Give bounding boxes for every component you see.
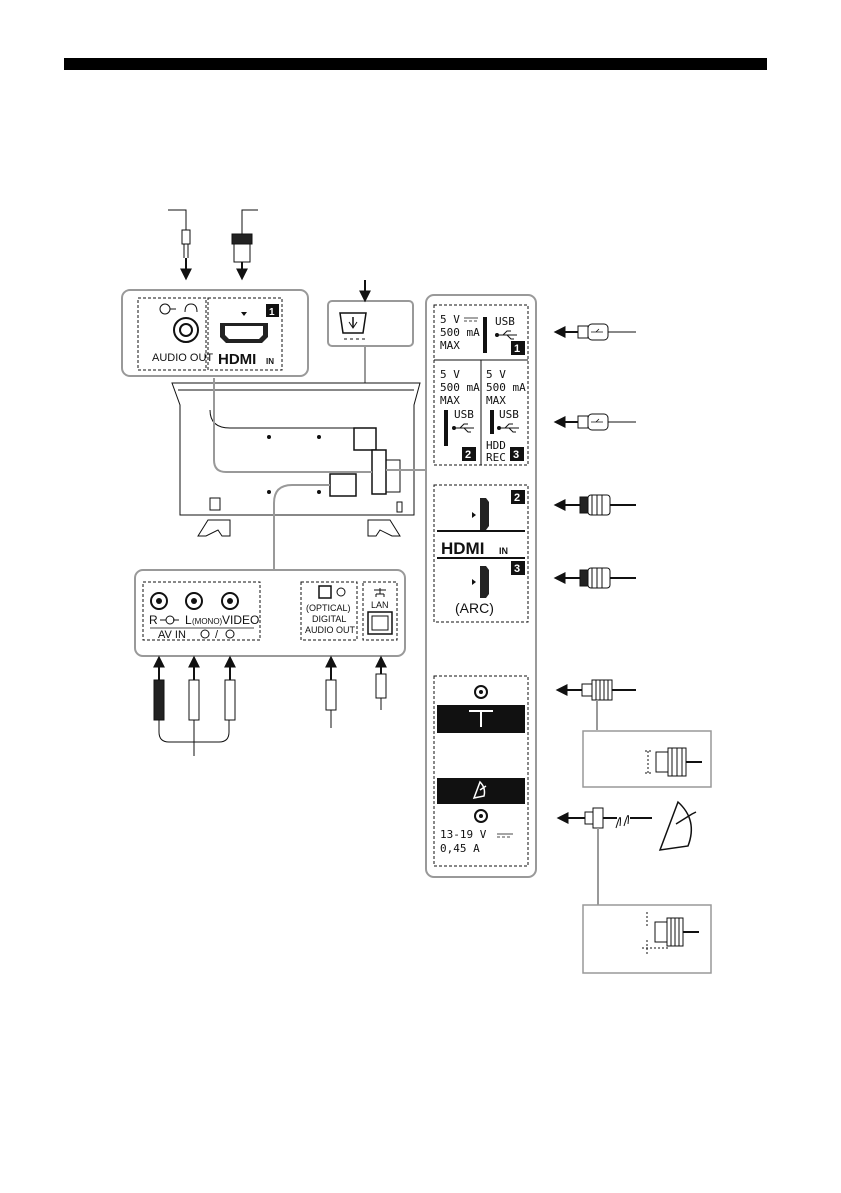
- tv-back-illustration: [172, 383, 420, 536]
- usb-cable-1: [556, 324, 636, 340]
- usb3-voltage: 5 V: [486, 368, 506, 381]
- lan-label: LAN: [371, 600, 389, 610]
- audio-out-label: AUDIO OUT: [152, 352, 213, 364]
- hdmi-port-3[interactable]: [480, 566, 489, 598]
- hdmi-port-2[interactable]: [480, 498, 489, 530]
- av-l-label: L: [185, 613, 192, 627]
- optical-port[interactable]: [319, 586, 331, 598]
- hdmi-3-badge: 3: [514, 563, 520, 575]
- right-connector-panel: 5 V 500 mA MAX USB 1 5 V 500 mA MAX USB …: [426, 295, 536, 877]
- hdmi-2-badge: 2: [514, 492, 520, 504]
- rca-cables: [154, 658, 235, 756]
- audio-hdmi-panel: AUDIO OUT 1 HDMI IN: [122, 290, 308, 376]
- satellite-detail-box: [583, 905, 711, 973]
- usb2-voltage: 5 V: [440, 368, 460, 381]
- hdmi-1-badge: 1: [269, 307, 275, 318]
- optical-cable: [326, 658, 336, 728]
- lan-cable: [376, 658, 386, 710]
- usb1-voltage: 5 V: [440, 313, 460, 326]
- usb3-label: USB: [499, 408, 519, 421]
- av-video-jack[interactable]: [222, 593, 238, 609]
- usb2-label: USB: [454, 408, 474, 421]
- usb2-badge: 2: [465, 449, 471, 461]
- av-r-jack[interactable]: [151, 593, 167, 609]
- av-in-label: AV IN: [158, 629, 186, 641]
- header-bar: [64, 58, 767, 70]
- hdmi-cable-2: [556, 495, 636, 515]
- usb3-current: 500 mA: [486, 381, 526, 394]
- hdmi-logo: HDMI: [218, 351, 256, 368]
- headphone-plug: [168, 210, 190, 278]
- av-mono-label: (MONO): [192, 617, 223, 626]
- usb-port-3[interactable]: [490, 410, 494, 434]
- usb-port-2[interactable]: [444, 410, 448, 446]
- hdmi-plug: [232, 210, 258, 278]
- antenna-detail-box: [583, 731, 711, 787]
- hdmi-cable-3: [556, 568, 636, 588]
- usb1-label: USB: [495, 315, 515, 328]
- satellite-cable: [559, 808, 652, 906]
- usb3-badge: 3: [513, 449, 519, 461]
- usb-cable-2: [556, 414, 636, 430]
- optical-audio-out-label: AUDIO OUT: [305, 625, 356, 635]
- usb-port-1[interactable]: [483, 317, 487, 353]
- sat-current: 0,45 A: [440, 842, 480, 855]
- usb2-current: 500 mA: [440, 381, 480, 394]
- antenna-cable: [558, 680, 636, 730]
- av-l-jack[interactable]: [186, 593, 202, 609]
- digital-label: DIGITAL: [312, 614, 346, 624]
- av-lan-panel: R L (MONO) VIDEO AV IN / (OPTICAL) DIGIT…: [135, 570, 405, 656]
- usb3-max: MAX: [486, 394, 506, 407]
- usb2-max: MAX: [440, 394, 460, 407]
- usb1-badge: 1: [514, 343, 520, 355]
- sat-voltage: 13-19 V: [440, 828, 487, 841]
- av-r-label: R: [149, 613, 158, 627]
- video-label: VIDEO: [222, 613, 259, 627]
- satellite-dish-icon: [660, 802, 696, 850]
- hdmi-logo: HDMI: [441, 539, 484, 558]
- optical-label: (OPTICAL): [306, 603, 351, 613]
- usb1-current: 500 mA: [440, 326, 480, 339]
- usb3-rec: REC: [486, 451, 506, 464]
- usb1-max: MAX: [440, 339, 460, 352]
- hdmi-panel-in: IN: [499, 546, 508, 556]
- hdmi-in-label: IN: [266, 357, 274, 366]
- hdmi-arc-label: (ARC): [455, 600, 494, 616]
